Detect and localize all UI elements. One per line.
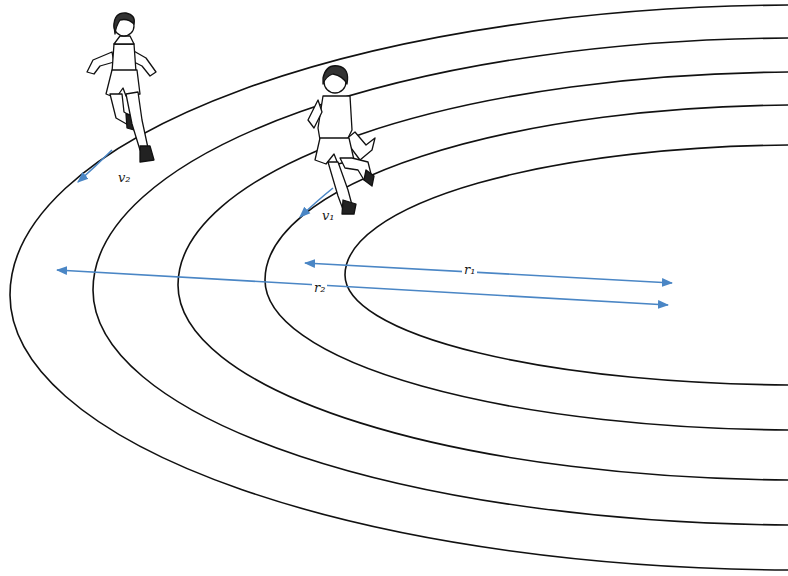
runner-figure — [87, 13, 156, 162]
runner-figure — [308, 66, 375, 214]
radius-label: r₂ — [312, 280, 327, 295]
velocity-label: v₁ — [320, 208, 337, 223]
vector-arrows — [57, 150, 672, 305]
velocity-label: v₂ — [116, 170, 133, 185]
radius-label: r₁ — [462, 262, 477, 277]
track-lanes — [10, 5, 788, 570]
